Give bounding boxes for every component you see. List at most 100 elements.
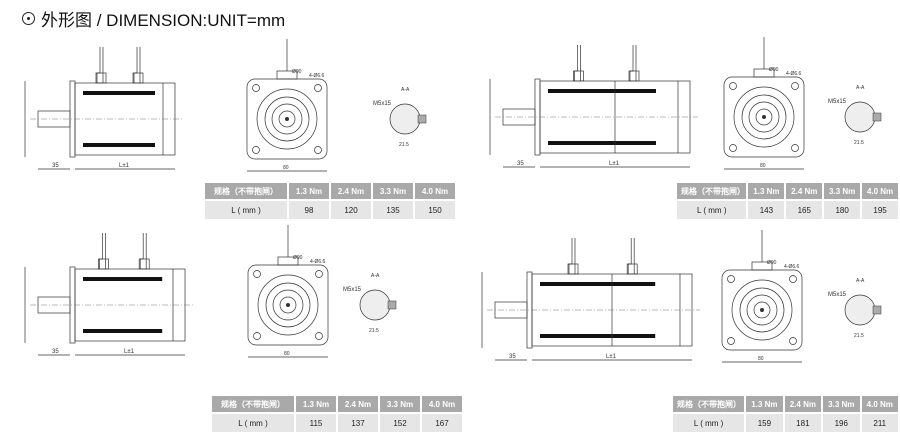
dimension-label: Ø90 <box>767 260 777 266</box>
section-label: A-A <box>856 85 865 91</box>
table-cell: 规格（不带抱闸） <box>205 183 287 199</box>
dimension-label: 80 <box>284 351 290 357</box>
table-cell: 1.3 Nm <box>746 396 783 412</box>
mount-hole <box>315 270 323 278</box>
front-shaft <box>285 117 289 121</box>
dimension-label: Ø90 <box>769 67 779 73</box>
front-ring <box>265 282 311 328</box>
dimension-label: Ø90 <box>293 255 303 261</box>
table-cell: 195 <box>862 201 898 219</box>
shaft-key <box>872 112 882 122</box>
dimension-label: 21.5 <box>369 328 379 334</box>
connector <box>626 263 638 275</box>
front-ring <box>264 96 310 142</box>
table-cell: 规格（不带抱闸） <box>673 396 745 412</box>
dimension-label: 35 <box>509 354 516 360</box>
front-ring <box>278 110 296 128</box>
table-cell: 4.0 Nm <box>422 396 462 412</box>
mount-hole <box>727 275 735 283</box>
front-ring <box>741 94 787 140</box>
mount-hole <box>727 337 735 345</box>
cable <box>133 47 141 83</box>
front-shaft <box>762 115 766 119</box>
shaft-section <box>844 294 876 326</box>
dimension-label: L±1 <box>609 161 620 167</box>
motor-stripe <box>83 329 163 333</box>
table-cell: L ( mm ) <box>212 414 294 432</box>
dimension-label: 21.5 <box>854 140 864 146</box>
shaft-key <box>872 305 882 315</box>
front-ring <box>256 88 318 150</box>
front-ring <box>279 296 297 314</box>
table-cell: 1.3 Nm <box>296 396 336 412</box>
shaft-section <box>844 101 876 133</box>
dimension-label: 4-Ø6.6 <box>309 73 325 79</box>
front-ring <box>755 108 773 126</box>
mount-hole <box>729 82 737 90</box>
shaft-key <box>417 114 427 124</box>
dimension-label: 35 <box>52 349 59 355</box>
table-cell: 211 <box>861 414 898 432</box>
connector <box>567 263 579 275</box>
table-cell: 1.3 Nm <box>289 183 329 199</box>
table-cell: 4.0 Nm <box>415 183 455 199</box>
table-cell: 3.3 Nm <box>380 396 420 412</box>
connector <box>95 72 107 84</box>
mount-hole <box>789 337 797 345</box>
table-cell: 98 <box>289 201 329 219</box>
mount-hole <box>314 146 322 154</box>
front-ring <box>731 279 793 341</box>
mount-hole <box>729 144 737 152</box>
table-cell: 4.0 Nm <box>862 183 898 199</box>
table-cell: 120 <box>331 201 371 219</box>
table-cell: 3.3 Nm <box>823 396 860 412</box>
table-cell: 181 <box>784 414 822 432</box>
mount-hole <box>791 82 799 90</box>
motor-stripe <box>83 277 163 281</box>
cable <box>629 45 637 81</box>
dimension-label: 21.5 <box>854 333 864 339</box>
table-cell: 2.4 Nm <box>331 183 371 199</box>
table-cell: 4.0 Nm <box>861 396 898 412</box>
thread-label: M5x15 <box>343 287 362 293</box>
table-cell: 规格（不带抱闸） <box>677 183 747 199</box>
front-ring <box>272 289 304 321</box>
connector <box>628 70 640 82</box>
table-cell: 1.3 Nm <box>748 183 785 199</box>
table-cell: 135 <box>373 201 413 219</box>
front-shaft <box>286 303 290 307</box>
table-cell: 3.3 Nm <box>373 183 413 199</box>
table-cell: 196 <box>823 414 860 432</box>
dimension-label: L±1 <box>606 354 617 360</box>
dimension-label: 21.5 <box>399 142 409 148</box>
table-cell: L ( mm ) <box>205 201 287 219</box>
dimension-label: 80 <box>283 165 289 171</box>
front-ring <box>753 301 771 319</box>
mount-hole <box>791 144 799 152</box>
table-cell: 143 <box>748 201 785 219</box>
cable <box>139 233 147 269</box>
front-ring <box>748 101 780 133</box>
thread-label: M5x15 <box>828 292 847 298</box>
front-ring <box>746 294 778 326</box>
mount-hole <box>314 84 322 92</box>
table-cell: 2.4 Nm <box>786 183 823 199</box>
motor-stripe <box>540 282 656 286</box>
shaft-section <box>359 289 391 321</box>
motor-stripe <box>548 89 656 93</box>
front-shaft <box>760 308 764 312</box>
thread-label: M5x15 <box>828 99 847 105</box>
cable <box>627 238 635 274</box>
section-label: A-A <box>371 273 380 279</box>
shaft-key <box>387 300 397 310</box>
mount-hole <box>253 332 261 340</box>
table-cell: 115 <box>296 414 336 432</box>
connector <box>573 70 584 82</box>
section-label: A-A <box>856 278 865 284</box>
motor-stripe <box>548 141 656 145</box>
